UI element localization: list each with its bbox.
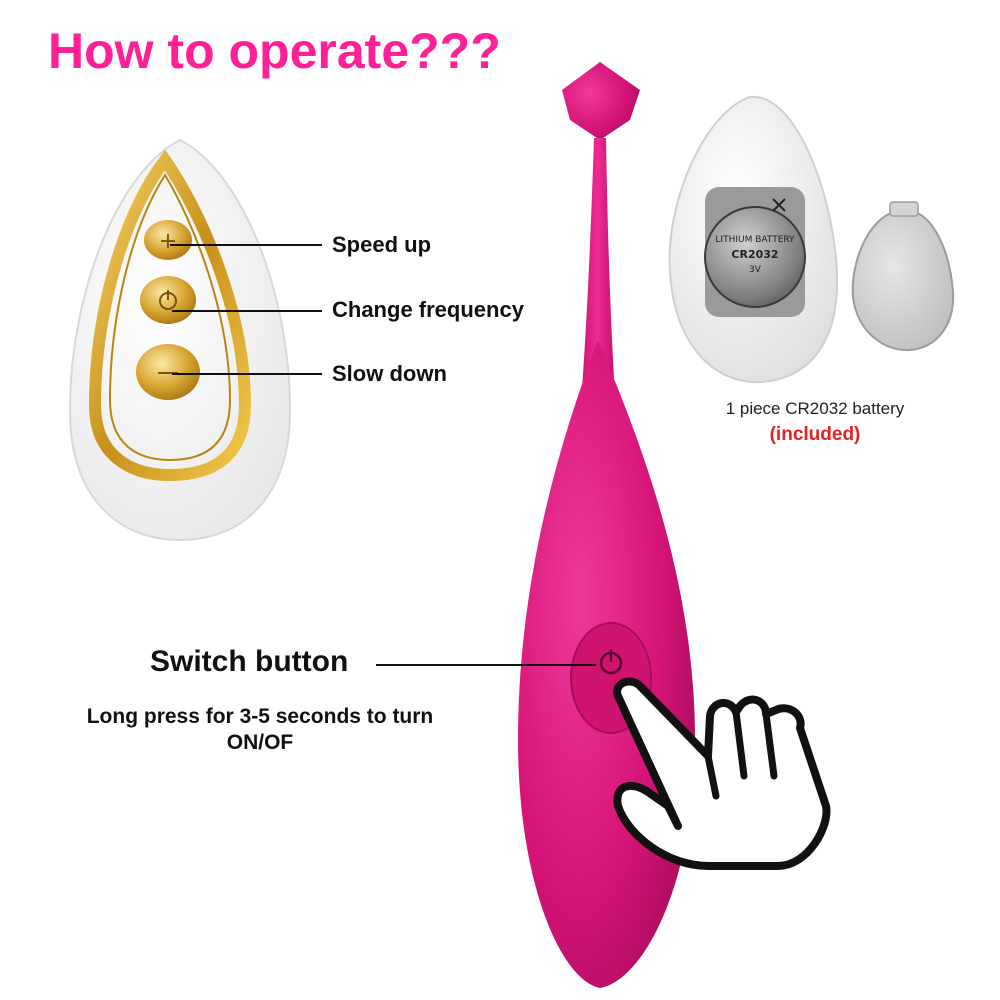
remote-control-image: + [68,138,292,542]
speed-up-label: Speed up [332,232,432,257]
battery-included-note: (included) [769,424,861,445]
page-title: How to operate??? [48,23,501,79]
slow-down-leader [172,373,322,375]
switch-button-label: Switch button [150,645,349,678]
change-frequency-leader [172,310,322,312]
change-frequency-label: Change frequency [332,297,524,322]
coin-text-1: LITHIUM BATTERY [715,235,795,245]
coin-text-2: CR2032 [731,248,778,261]
battery-caption: 1 piece CR2032 battery [725,399,905,418]
hand-pointer-icon [613,677,831,870]
speed-up-leader [170,244,322,246]
switch-button-note: Long press for 3-5 seconds to turn ON/OF [86,705,434,754]
coin-text-3: 3V [749,265,762,275]
slow-down-label: Slow down [332,361,447,386]
svg-text:+: + [159,229,177,254]
battery-compartment-image: LITHIUM BATTERY CR2032 3V [668,95,955,384]
switch-button-leader [376,664,596,666]
